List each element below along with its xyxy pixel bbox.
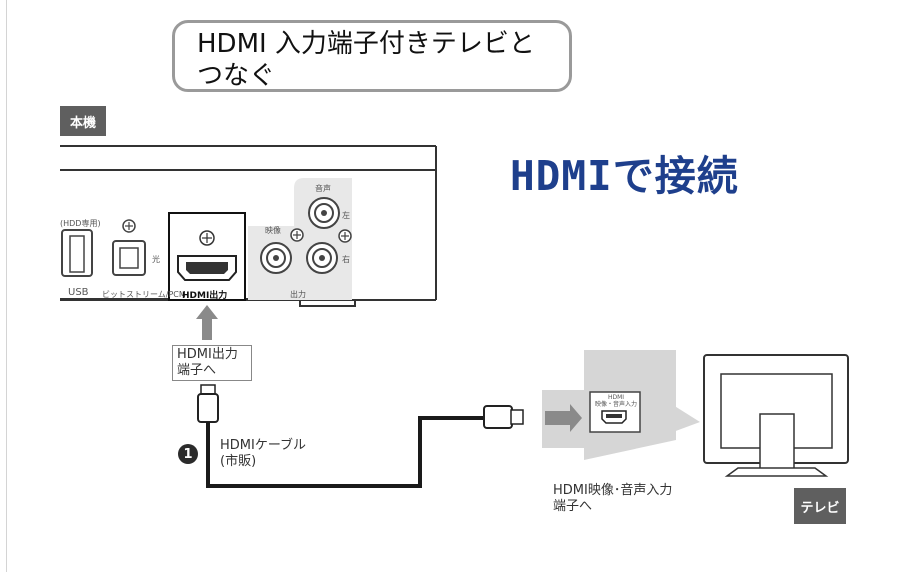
tv-illustration	[703, 354, 849, 477]
section-title-box: HDMI 入力端子付きテレビと つなぐ	[172, 20, 572, 92]
av-output-block	[248, 178, 352, 300]
hdmi-out-port-label: HDMI出力 端子へ	[172, 345, 252, 381]
panel-output-label: 出力	[290, 290, 306, 299]
hdmi-out-arrow	[196, 305, 218, 340]
panel-audio-label: 音声	[315, 184, 331, 193]
hdmi-out-port-label-text: HDMI出力 端子へ	[177, 347, 238, 378]
section-title-line2: つなぐ	[197, 61, 276, 91]
panel-bitstream-label: ビットストリーム/PCM	[102, 290, 186, 299]
tv-port-small-label: HDMI 映像・音声入力	[594, 394, 637, 408]
optical-port	[112, 219, 146, 276]
panel-right-label: 右	[342, 255, 350, 264]
tv-input-panel	[542, 350, 700, 460]
main-unit-tag: 本機	[60, 106, 106, 136]
cable-label: HDMIケーブル (市販)	[220, 438, 307, 469]
panel-hdmi-out-label: HDMI出力	[182, 291, 228, 301]
panel-video-label: 映像	[265, 226, 281, 235]
tv-port-label: HDMI映像･音声入力 端子へ	[553, 483, 673, 514]
headline-text: HDMIで接続	[510, 152, 739, 200]
section-title-line1: HDMI 入力端子付きテレビと	[197, 29, 535, 59]
usb-port	[61, 229, 93, 277]
page-left-border	[6, 0, 7, 572]
tv-tag: テレビ	[794, 488, 846, 524]
panel-usb-label: USB	[68, 287, 89, 298]
panel-optical-label: 光	[152, 255, 160, 264]
panel-left-label: 左	[342, 211, 350, 220]
cable-number-badge: 1	[178, 444, 198, 464]
hdmi-cable	[197, 384, 524, 488]
hdmi-output-port	[168, 212, 246, 301]
panel-hdd-label: (HDD専用)	[60, 219, 101, 228]
